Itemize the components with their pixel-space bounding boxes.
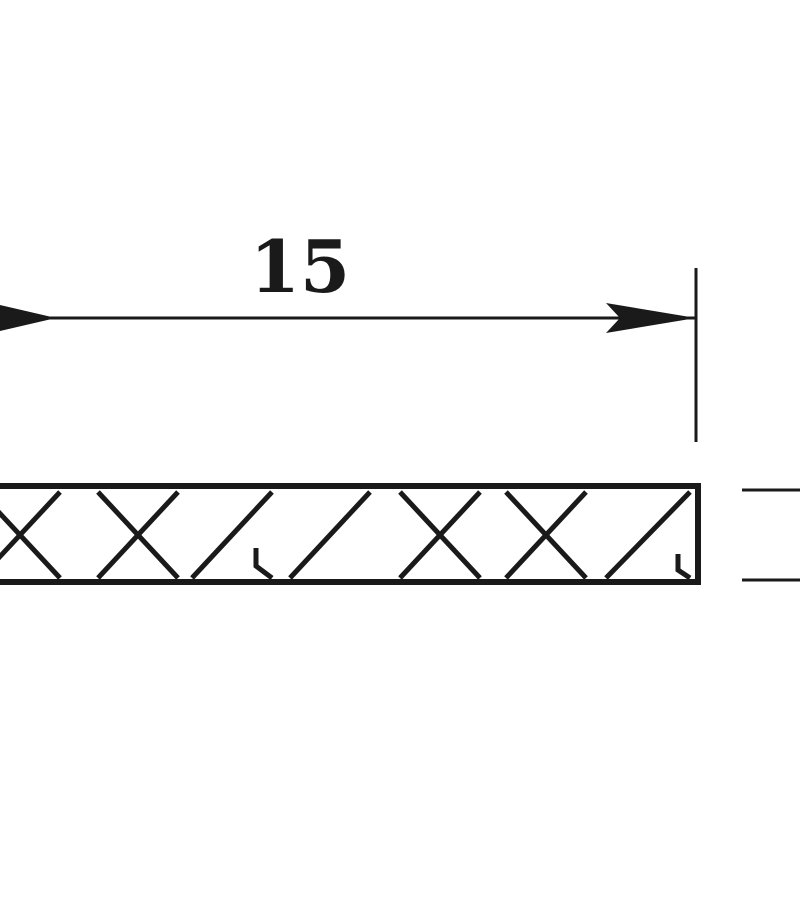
hatched-strip <box>0 483 701 585</box>
width-dimension: 15 <box>0 224 698 442</box>
strip-outline <box>0 483 701 585</box>
right-arrowhead <box>606 303 696 333</box>
crosshatch-pattern <box>0 490 692 580</box>
left-arrowhead <box>0 305 56 331</box>
dimension-label: 15 <box>250 224 350 309</box>
thickness-extension-lines <box>742 488 800 582</box>
